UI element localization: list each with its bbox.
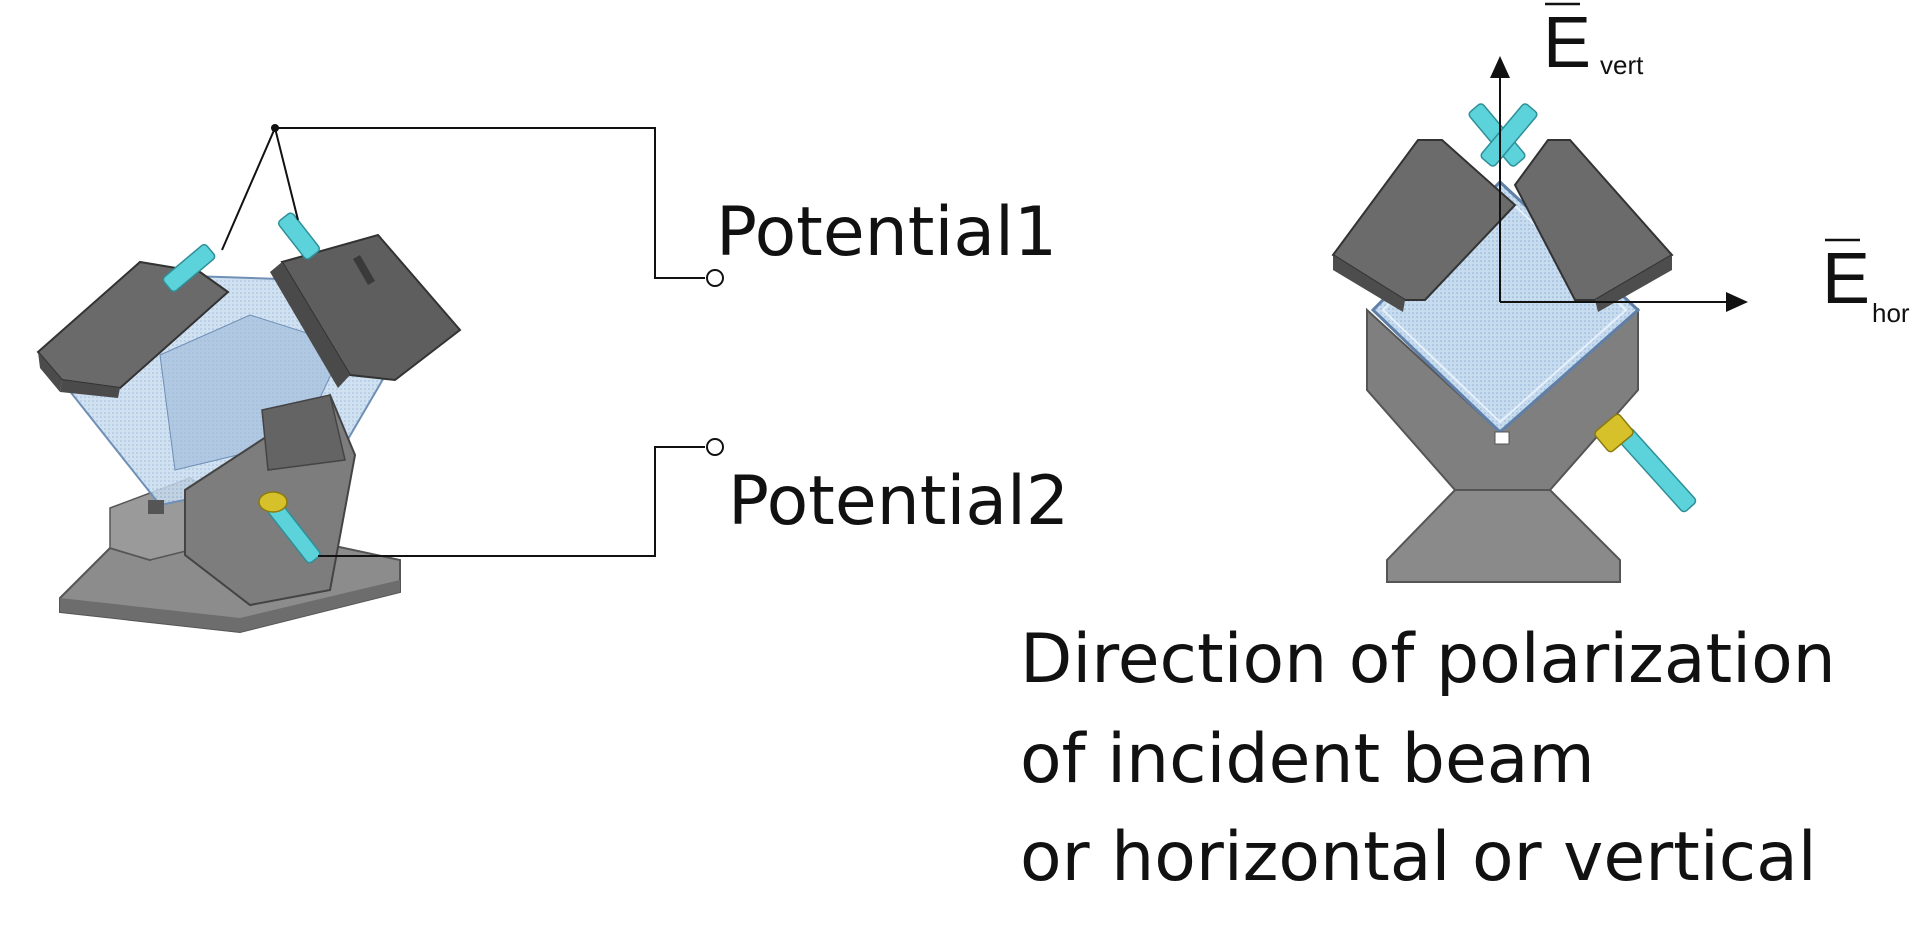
left-electrode-1 [162,243,216,293]
right-electrode-bottom [1617,427,1697,513]
label-potential1: Potential1 [716,193,1057,272]
left-top-block-2 [270,233,462,388]
right-base [1386,489,1621,583]
svg-text:vert: vert [1600,50,1644,80]
svg-text:E: E [1822,239,1870,319]
left-top-block-1 [36,260,230,398]
terminal-potential2 [706,438,724,456]
label-e-hor: E hor [1822,238,1910,328]
left-electrode-2 [277,212,321,260]
caption-line-2: of incident beam [1020,720,1595,799]
terminal-potential1 [706,269,724,287]
svg-text:hor: hor [1872,298,1910,328]
right-yellow-connector [1594,413,1634,453]
right-block-left [1331,139,1517,312]
right-electrode-top-b [1480,103,1538,167]
wire-potential2 [318,446,705,557]
left-crystal-assembly [36,124,724,634]
right-block-right [1513,139,1674,312]
label-e-vert: E vert [1543,2,1644,83]
label-potential2: Potential2 [728,462,1069,541]
left-yellow-connector [258,491,288,513]
svg-text:E: E [1543,3,1591,83]
caption-line-1: Direction of polarization [1020,620,1836,699]
right-crystal-assembly [1331,56,1748,583]
wire-potential1 [221,127,705,279]
caption-line-3: or horizontal or vertical [1020,818,1817,897]
